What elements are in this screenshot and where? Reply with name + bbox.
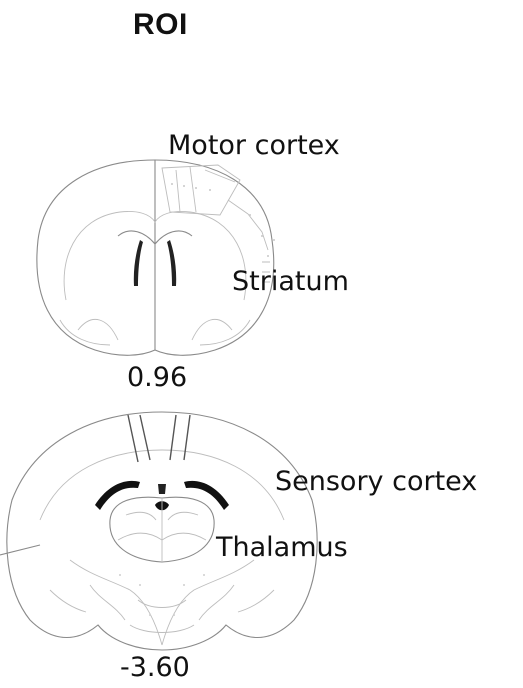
- sensory-cortex-region: [128, 415, 190, 462]
- label-sensory-cortex: Sensory cortex: [275, 466, 477, 497]
- label-thalamus: Thalamus: [216, 532, 348, 563]
- bregma-posterior: -3.60: [120, 652, 190, 683]
- lateral-ventricle-right: [167, 240, 176, 286]
- coronal-section-anterior: [37, 160, 275, 355]
- label-striatum: Striatum: [232, 266, 349, 297]
- coronal-section-posterior: [0, 412, 317, 650]
- bregma-anterior: 0.96: [127, 362, 187, 393]
- label-motor-cortex: Motor cortex: [168, 130, 340, 161]
- lateral-ventricle-left: [134, 240, 143, 286]
- motor-cortex-region: [162, 165, 240, 215]
